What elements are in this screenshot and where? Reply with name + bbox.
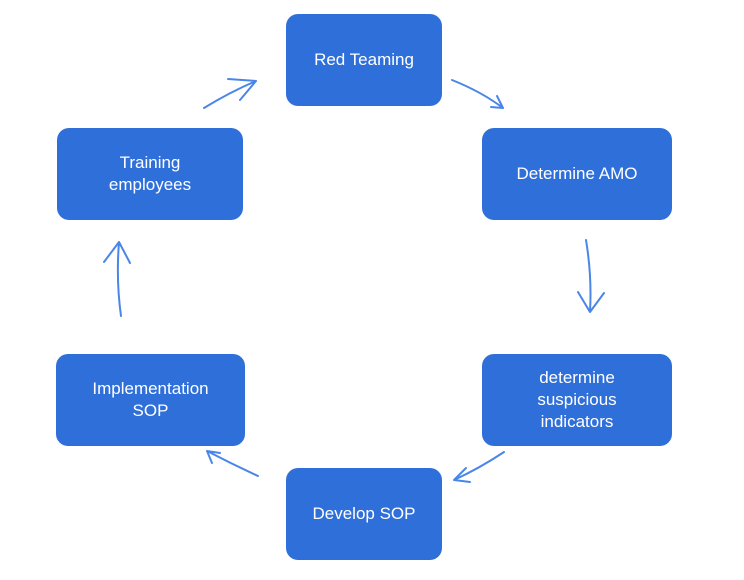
node-develop-sop: Develop SOP (286, 468, 442, 560)
node-label: Determine AMO (516, 164, 638, 183)
node-label: Red Teaming (314, 50, 414, 69)
node-label: Training employees (108, 153, 192, 194)
arrow-training-to-red-teaming (203, 78, 257, 109)
node-red-teaming: Red Teaming (286, 14, 442, 106)
node-implementation-sop: Implementation SOP (56, 354, 245, 446)
node-label: Develop SOP (312, 504, 416, 523)
node-label: determine suspicious indicators (537, 368, 617, 431)
arrow-develop-sop-to-implementation (206, 450, 259, 477)
node-training-employees: Training employees (57, 128, 243, 220)
arrow-indicators-to-develop-sop (453, 451, 505, 483)
arrow-determine-amo-to-indicators (577, 239, 605, 313)
arrow-implementation-to-training (103, 241, 131, 317)
node-label: Implementation SOP (92, 379, 209, 420)
node-determine-amo: Determine AMO (482, 128, 672, 220)
arrow-red-teaming-to-determine-amo (451, 79, 504, 109)
node-determine-suspicious-indicators: determine suspicious indicators (482, 354, 672, 446)
